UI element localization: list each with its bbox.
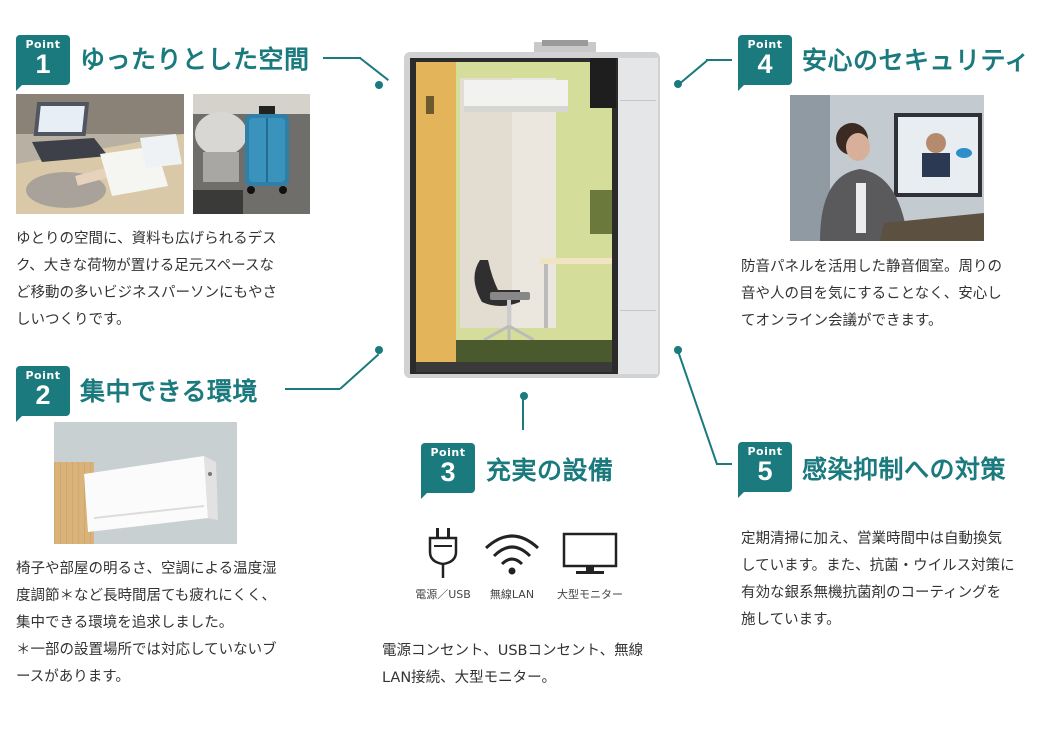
point-2-dot [375,346,383,354]
point-4-badge: Point 4 [738,35,792,91]
point-3-description: 電源コンセント、USBコンセント、無線 LAN接続、大型モニター。 [382,643,644,686]
point-5-dot [674,346,682,354]
point-1-connector [323,57,361,59]
point-5-connector-diag [677,350,719,465]
point-3-dot [520,392,528,400]
point-2-badge: Point 2 [16,366,70,422]
point-5-badge: Point 5 [738,442,792,498]
point-4-connector [706,59,732,61]
wifi-icon [482,530,542,576]
point-3-title: 充実の設備 [486,456,614,485]
point-1-dot [375,81,383,89]
point-2-title: 集中できる環境 [80,377,259,406]
plug-label: 電源／USB [415,588,471,601]
point-3-badge: Point 3 [421,443,475,499]
point-5-title: 感染抑制への対策 [802,455,1007,484]
point-2-connector-diag [339,353,380,390]
desk-laptop-photo [16,94,184,214]
point-1-title: ゆったりとした空間 [80,45,310,74]
online-meeting-photo [790,95,984,241]
monitor-icon [562,532,618,576]
monitor-label: 大型モニター [557,588,623,601]
booth-photo [404,40,660,382]
point-5-connector [716,463,732,465]
point-4-description: 防音パネルを活用した静音個室。周りの 音や人の目を気にすることなく、安心し てオ… [741,259,1002,329]
point-4-connector-diag [677,59,708,86]
wifi-label: 無線LAN [489,588,535,601]
point-4-title: 安心のセキュリティ [802,46,1031,75]
point-2-description: 椅子や部屋の明るさ、空調による温度湿 度調節＊など長時間居ても疲れにくく、 集中… [16,561,277,685]
point-1-badge: Point 1 [16,35,70,91]
luggage-photo [193,94,310,214]
point-1-description: ゆとりの空間に、資料も広げられるデス ク、大きな荷物が置ける足元スペースな ど移… [16,231,277,328]
point-1-connector-diag [359,57,389,81]
plug-icon [428,528,458,580]
point-2-connector [285,388,340,390]
point-5-description: 定期清掃に加え、営業時間中は自動換気 しています。また、抗菌・ウイルス対策に 有… [741,531,1015,628]
point-3-connector [522,396,524,430]
air-conditioner-photo [54,422,237,544]
